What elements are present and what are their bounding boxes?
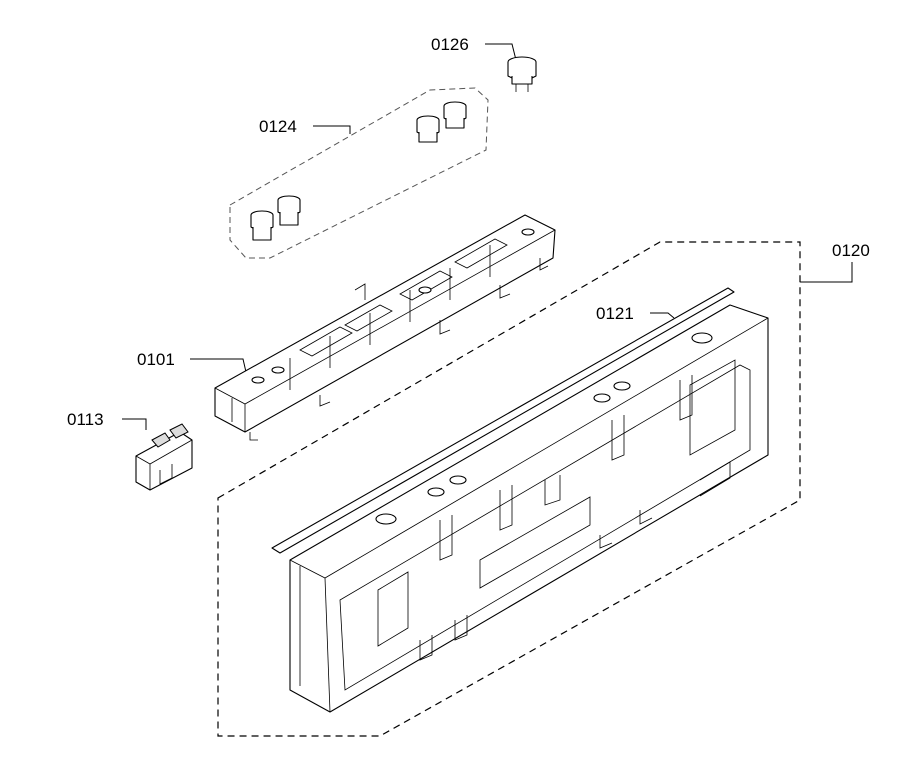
- label-0126: 0126: [431, 35, 469, 54]
- panel-0120: [289, 304, 769, 713]
- button-0126: [507, 56, 537, 92]
- connector-0113: [135, 423, 193, 491]
- label-0113: 0113: [67, 410, 104, 429]
- group-0120-outline: [217, 241, 801, 737]
- group-0124-outline: [229, 87, 489, 259]
- buttons-0124: [250, 101, 467, 241]
- carrier-0101: [214, 214, 556, 441]
- label-0101: 0101: [137, 350, 175, 369]
- label-0120: 0120: [832, 241, 870, 260]
- label-0124: 0124: [259, 117, 297, 136]
- leader-lines: [122, 43, 853, 430]
- strip-0121: [271, 287, 735, 554]
- part-labels: 0126 0124 0120 0121 0101 0113: [67, 35, 870, 429]
- label-0121: 0121: [596, 304, 634, 323]
